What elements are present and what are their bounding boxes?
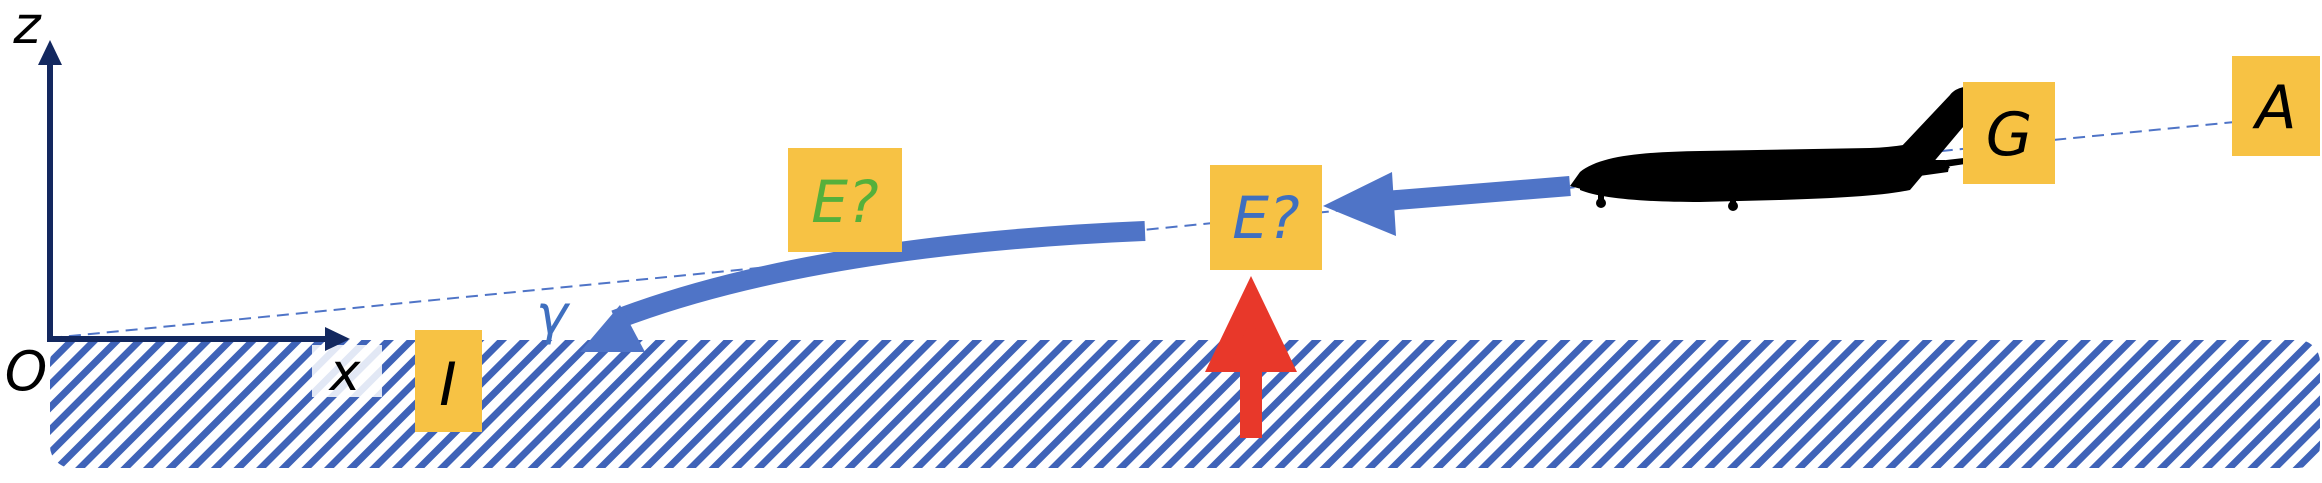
airplane-silhouette-icon [1570, 86, 1992, 211]
descent-path-arrow [1323, 172, 1571, 236]
flare-path-arrow [580, 221, 1146, 352]
box-E-upper-label: E? [811, 168, 878, 236]
box-A: A [2232, 56, 2320, 156]
box-E-upper: E? [788, 148, 902, 252]
box-E-lower-label: E? [1232, 184, 1299, 252]
flight-path-angle-label: γ [536, 283, 571, 346]
z-axis-label: z [12, 0, 42, 56]
coordinate-axes [38, 40, 350, 351]
origin-label: O [5, 340, 48, 403]
ground-hatched-area [50, 340, 2320, 468]
box-I-label: I [439, 350, 457, 420]
box-G: G [1963, 82, 2055, 184]
z-axis-arrowhead-icon [38, 40, 62, 65]
box-G-label: G [1986, 100, 2033, 170]
box-A-label: A [2251, 73, 2296, 143]
ground-reaction-arrow [1205, 276, 1297, 438]
x-axis-label: x [328, 343, 362, 403]
box-I: I [415, 330, 482, 432]
box-E-lower: E? [1210, 165, 1322, 270]
x-axis-arrowhead-icon [325, 327, 350, 351]
